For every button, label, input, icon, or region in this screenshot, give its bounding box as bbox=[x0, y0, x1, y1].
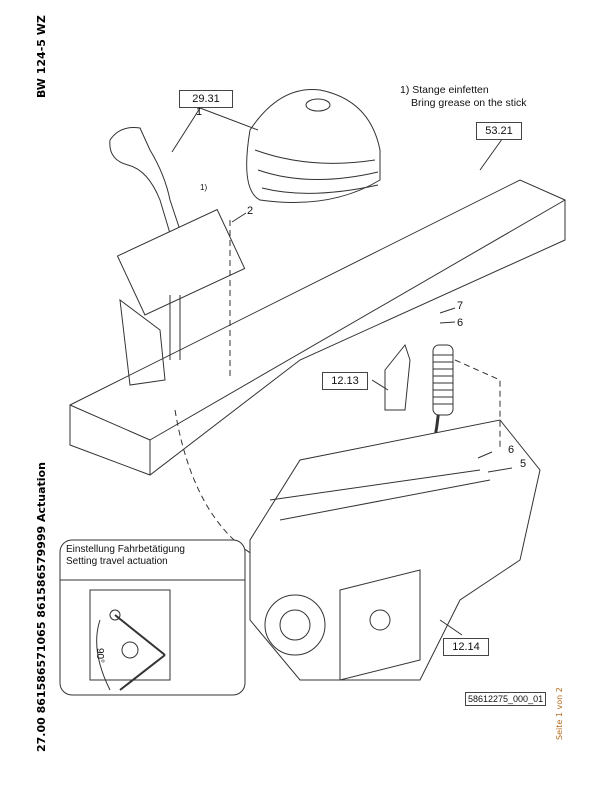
callout-6-top: 6 bbox=[457, 317, 464, 329]
callout-1-note: 1) bbox=[200, 183, 208, 192]
inset-title-de: Einstellung Fahrbetätigung bbox=[66, 544, 185, 555]
inset-title: Einstellung Fahrbetätigung Setting trave… bbox=[66, 544, 185, 568]
reference-boot: 29.31 bbox=[179, 90, 233, 108]
cover-panel bbox=[69, 179, 566, 476]
hydraulic-pump bbox=[249, 419, 541, 681]
callout-2: 2 bbox=[247, 205, 254, 217]
bracket bbox=[384, 343, 411, 411]
reference-cover: 53.21 bbox=[476, 122, 522, 140]
callout-5: 5 bbox=[520, 458, 527, 470]
callout-6-lower: 6 bbox=[508, 444, 515, 456]
inset-title-en: Setting travel actuation bbox=[66, 556, 168, 567]
angle-label: 90° bbox=[94, 647, 106, 664]
grease-note-en: Bring grease on the stick bbox=[411, 97, 527, 109]
callout-7: 7 bbox=[457, 300, 464, 312]
inset-frame bbox=[59, 539, 246, 696]
grease-note-de: 1) Stange einfetten bbox=[400, 84, 489, 96]
callout-1: 1 bbox=[196, 106, 203, 118]
reference-pump: 12.14 bbox=[443, 638, 489, 656]
reference-bracket: 12.13 bbox=[322, 372, 368, 390]
grease-note: 1) Stange einfetten Bring grease on the … bbox=[400, 84, 527, 110]
rubber-boot bbox=[246, 89, 381, 203]
drawing-id: 58612275_000_01 bbox=[465, 692, 547, 706]
